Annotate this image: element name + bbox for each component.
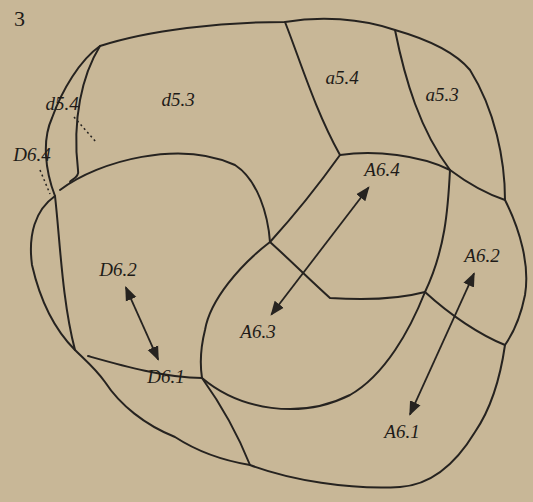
cell-label: A6.1 <box>384 422 419 443</box>
cell: d5.4 <box>42 93 81 116</box>
cell-label: A6.4 <box>364 160 399 181</box>
cell: D6.4 <box>10 144 53 167</box>
cell: A6.4 <box>361 159 402 182</box>
cell: D6.2 <box>96 259 139 282</box>
cell: D6.1 <box>144 366 187 389</box>
cell: A6.3 <box>237 321 278 344</box>
spindle-arrow <box>271 187 368 314</box>
cell: a5.4 <box>322 67 361 90</box>
cell-label: d5.4 <box>45 94 78 115</box>
cell: d5.3 <box>158 89 197 112</box>
cell: A6.1 <box>381 421 422 444</box>
cell-label: D6.1 <box>147 367 184 388</box>
cell-label: D6.4 <box>13 145 50 166</box>
spindle-arrow <box>410 273 474 414</box>
cell: A6.2 <box>461 245 502 268</box>
cell-label: a5.3 <box>425 85 458 106</box>
cell-label: A6.2 <box>464 246 499 267</box>
cell: a5.3 <box>422 84 461 107</box>
figure-number: 3 <box>14 6 25 32</box>
spindle-arrow <box>126 287 158 359</box>
cell-label: d5.3 <box>161 90 194 111</box>
cell-label: a5.4 <box>325 68 358 89</box>
cell-label: A6.3 <box>240 322 275 343</box>
cell-label: D6.2 <box>99 260 136 281</box>
